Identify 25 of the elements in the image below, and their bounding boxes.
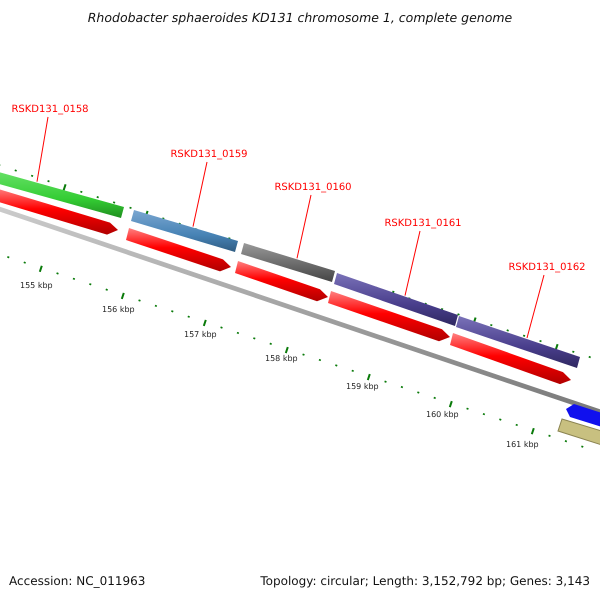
accession-text: Accession: NC_011963 (9, 574, 146, 588)
leader-line (192, 162, 208, 228)
position-label: 157 kbp (184, 330, 217, 340)
gene-bar (0, 171, 124, 218)
leader-line (36, 116, 48, 182)
position-label: 161 kbp (506, 440, 539, 450)
position-label: 159 kbp (346, 382, 379, 392)
gene-label: RSKD131_0158 (11, 104, 89, 116)
gene-label: RSKD131_0160 (274, 182, 352, 194)
position-label: 155 kbp (20, 281, 53, 291)
gene-label: RSKD131_0159 (170, 149, 248, 161)
position-label: 160 kbp (426, 410, 459, 420)
gene-bar (241, 243, 335, 282)
gene-label: RSKD131_0161 (384, 218, 462, 230)
gene-bar (456, 316, 580, 368)
leader-line (404, 230, 420, 296)
leader-line (526, 274, 544, 339)
gene-bar (334, 273, 458, 326)
title: Rhodobacter sphaeroides KD131 chromosome 1, complete genome (86, 10, 514, 25)
position-label: 158 kbp (265, 354, 298, 364)
gene-bar (131, 210, 238, 252)
genome-info-text: Topology: circular; Length: 3,152,792 bp; Genes: 3,143 (260, 574, 590, 588)
gene-label: RSKD131_0162 (508, 262, 586, 274)
position-label: 156 kbp (102, 305, 135, 315)
leader-line (296, 194, 312, 259)
